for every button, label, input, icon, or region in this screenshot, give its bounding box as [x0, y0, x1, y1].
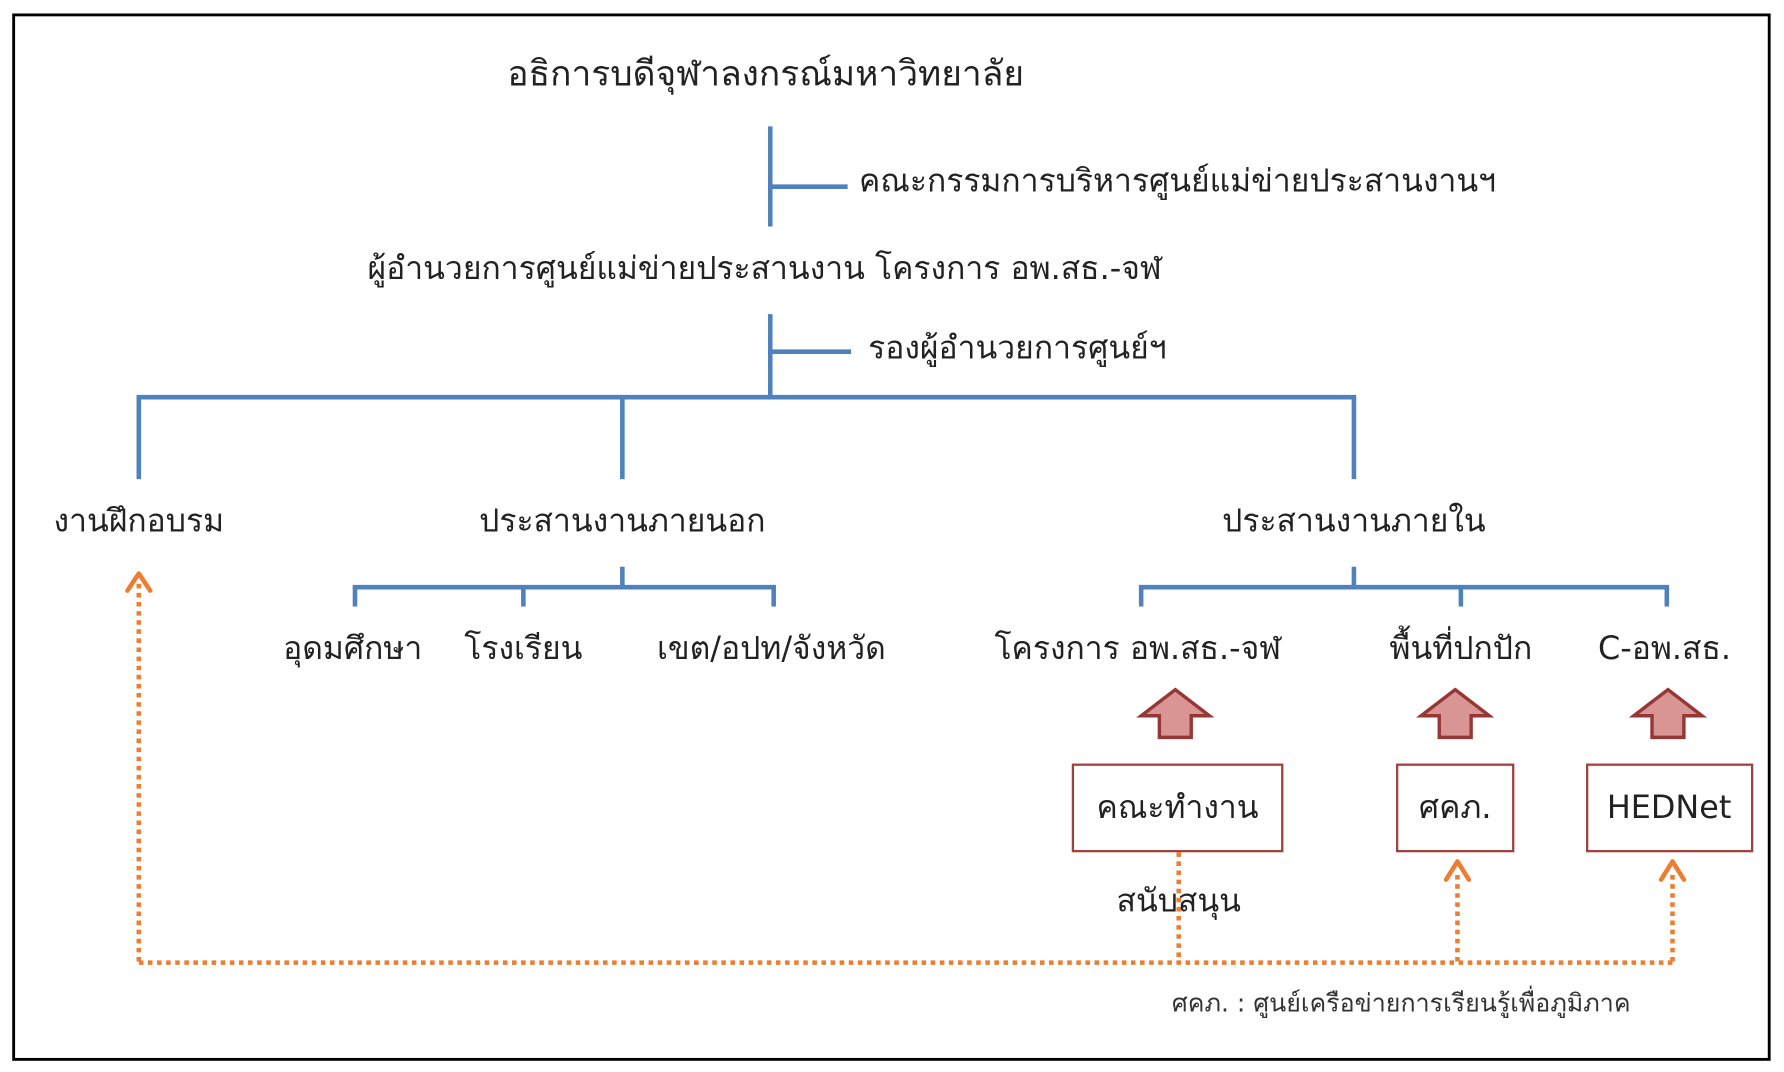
node-higher-education: อุดมศึกษา — [283, 629, 422, 668]
node-school: โรงเรียน — [464, 629, 582, 667]
support-label: สนับสนุน — [1117, 881, 1241, 920]
up-arrow-icon — [1136, 687, 1215, 740]
footnote: ศคภ. : ศูนย์เครือข่ายการเรียนรู้เพื่อภูม… — [1172, 986, 1631, 1019]
node-local-province: เขต/อปท/จังหวัด — [657, 629, 886, 667]
arrowhead-icon — [125, 571, 153, 593]
node-external: ประสานงานภายนอก — [479, 501, 765, 539]
node-president: อธิการบดีจุฬาลงกรณ์มหาวิทยาลัย — [507, 53, 1024, 94]
node-training: งานฝึกอบรม — [54, 501, 225, 539]
arrowhead-icon — [1658, 859, 1687, 882]
node-director: ผู้อำนวยการศูนย์แม่ข่ายประสานงาน โครงการ… — [368, 249, 1163, 288]
node-internal: ประสานงานภายใน — [1222, 501, 1486, 539]
node-protected-area: พื้นที่ปกปัก — [1390, 625, 1533, 667]
box-regional-center-label: ศคภ. — [1419, 788, 1492, 826]
node-deputy: รองผู้อำนวยการศูนย์ฯ — [868, 329, 1167, 368]
box-hednet — [1586, 763, 1754, 853]
box-hednet-label: HEDNet — [1607, 788, 1731, 826]
node-c-project: C-อพ.สธ. — [1598, 629, 1731, 667]
arrowhead-icon — [1443, 859, 1472, 882]
frame-border — [12, 13, 1771, 1061]
up-arrow-icon — [1416, 687, 1495, 740]
node-project: โครงการ อพ.สธ.-จฬ — [994, 629, 1282, 667]
box-working-group-label: คณะทำงาน — [1097, 788, 1259, 826]
node-committee: คณะกรรมการบริหารศูนย์แม่ข่ายประสานงานฯ — [859, 161, 1496, 200]
box-working-group — [1071, 763, 1284, 853]
up-arrow-icon — [1628, 687, 1708, 740]
box-regional-center — [1396, 763, 1515, 853]
